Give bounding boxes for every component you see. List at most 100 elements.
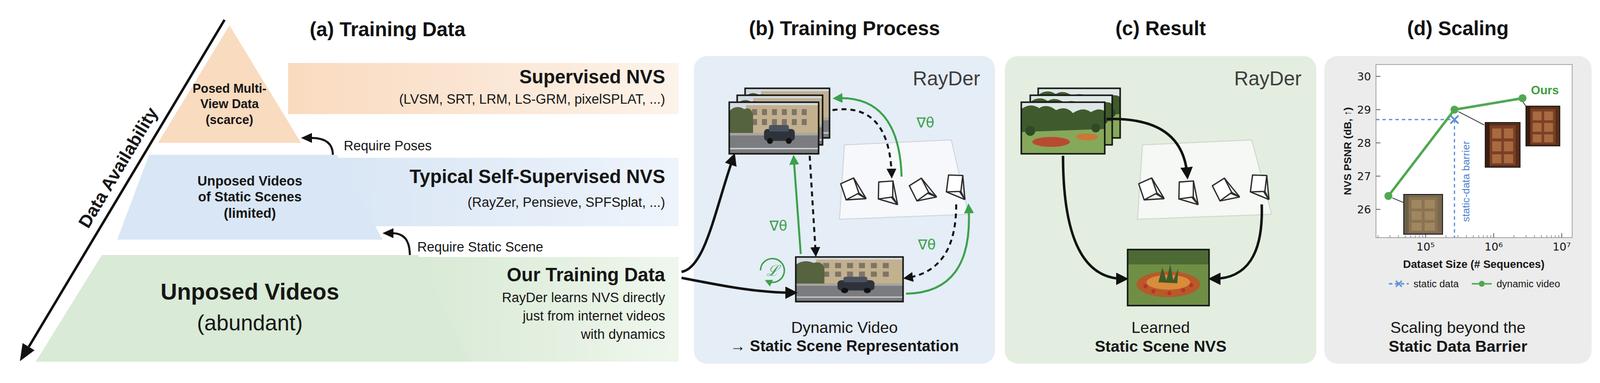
pyramid-tier: Unposed Videos of Static Scenes (limited… — [117, 154, 383, 240]
text-slot: (b) Training Process — [693, 16, 995, 41]
tick-label: 10⁵ — [1416, 240, 1436, 254]
panel-heading: (d) Scaling — [1324, 16, 1592, 41]
text-slot: (LVSM, SRT, LRM, LS-GRM, pixelSPLAT, ...… — [398, 91, 666, 109]
result-panel: (c) ResultRayDerLearnedStatic Scene NVS — [1004, 56, 1317, 365]
axis-title: NVS PSNR (dB, ↑) — [1341, 106, 1354, 195]
category-band: Supervised NVS (LVSM, SRT, LRM, LS-GRM, p… — [288, 63, 679, 115]
axis-label: Data Availability — [73, 103, 163, 232]
label-slot: ℒ — [766, 262, 779, 280]
gradient-symbol: ∇θ — [917, 237, 936, 254]
tier-label: Posed Multi-View Data (scarce) — [186, 80, 274, 128]
training-illustration — [693, 56, 995, 365]
tier-fill — [157, 25, 302, 144]
label-slot: ∇θ — [769, 218, 788, 235]
pyramid-tier: Posed Multi-View Data (scarce) — [157, 25, 302, 144]
band-title: Typical Self-Supervised NVS — [409, 165, 666, 189]
panel-heading: (b) Training Process — [693, 16, 995, 41]
tick-label: 10⁶ — [1484, 240, 1504, 254]
text-slot: Our Training Data — [506, 264, 666, 288]
legend-swatch — [1387, 279, 1410, 290]
axis-title: Dataset Size (# Sequences) — [1403, 258, 1545, 272]
label-slot: 10⁷ — [1552, 240, 1572, 254]
label-slot: 26 — [1357, 203, 1372, 217]
text-slot: RayDer — [912, 67, 981, 90]
legend-text: static data — [1413, 278, 1459, 291]
connector-line — [310, 138, 333, 155]
threshold-label: static-data barrier — [1459, 140, 1472, 222]
text-slot: RayDer — [1233, 67, 1302, 90]
label-slot: Dataset Size (# Sequences) — [1403, 258, 1545, 272]
process-panel: (b) Training ProcessRayDerDynamic Video→… — [693, 56, 995, 365]
text-slot: Typical Self-Supervised NVS — [409, 165, 666, 189]
band-note: RayDer learns NVS directly just from int… — [498, 289, 666, 345]
panel-heading: (c) Result — [1004, 16, 1317, 41]
band-note: (RayZer, Pensieve, SPFSplat, ...) — [467, 194, 666, 212]
tier-label: Unposed Videos — [150, 279, 350, 306]
arrowhead — [301, 133, 312, 144]
tick-label: 10⁷ — [1552, 240, 1572, 254]
panel-caption: Static Scene NVS — [1004, 337, 1317, 357]
tier-shape — [35, 255, 470, 363]
label-slot: ∇θ — [917, 237, 936, 254]
result-illustration — [1004, 56, 1317, 365]
label-slot: Require Static Scene — [417, 239, 544, 256]
gradient-symbol: ∇θ — [769, 218, 788, 235]
legend-text: dynamic video — [1496, 278, 1561, 291]
text-slot: RayDer learns NVS directly just from int… — [498, 289, 666, 345]
label-slot: 28 — [1357, 137, 1372, 150]
text-slot: Static Scene NVS — [1004, 337, 1317, 357]
text-slot: Dynamic Video — [693, 318, 995, 338]
loss-symbol: ℒ — [766, 262, 779, 280]
label-slot: 27 — [1357, 170, 1372, 183]
text-slot: Supervised NVS — [519, 66, 666, 89]
text-slot: Unposed Videos of Static Scenes (limited… — [117, 173, 383, 222]
legend-marker — [1478, 281, 1485, 288]
edge-label: Require Poses — [343, 138, 432, 154]
tier-label: Unposed Videos of Static Scenes (limited… — [194, 173, 306, 222]
text-slot: (RayZer, Pensieve, SPFSplat, ...) — [467, 194, 666, 212]
tick-label: 28 — [1357, 137, 1372, 150]
text-slot: (c) Result — [1004, 16, 1317, 41]
category-band: Typical Self-Supervised NVS (RayZer, Pens… — [337, 157, 679, 227]
label-slot: NVS PSNR (dB, ↑) — [1341, 106, 1354, 195]
text-slot: Static Data Barrier — [1324, 337, 1592, 357]
panel-caption: Dynamic Video — [693, 318, 995, 338]
connector — [382, 228, 410, 256]
legend-marker — [1395, 281, 1402, 288]
tick-label: 30 — [1357, 70, 1372, 83]
pyramid-tier: Unposed Videos (abundant) — [35, 255, 470, 363]
band-title: Our Training Data — [506, 264, 666, 288]
panel-caption: → Static Scene Representation — [693, 337, 995, 356]
arrowhead — [382, 228, 394, 239]
text-slot: Scaling beyond the — [1324, 318, 1592, 338]
label-slot: 29 — [1357, 103, 1372, 117]
legend: static data dynamic video — [1387, 278, 1561, 291]
tick-label: 26 — [1357, 203, 1372, 217]
tick-label: 27 — [1357, 170, 1372, 183]
connector — [301, 133, 333, 155]
model-name: RayDer — [912, 67, 981, 90]
tier-fill — [117, 154, 383, 240]
text-slot: Unposed Videos — [150, 279, 350, 306]
connector-line — [392, 233, 410, 256]
panel-caption: Scaling beyond the — [1324, 318, 1592, 338]
series-label: Ours — [1530, 83, 1559, 98]
tier-fill — [35, 255, 470, 363]
panel-caption: Static Data Barrier — [1324, 337, 1592, 357]
tier-note: (abundant) — [150, 310, 350, 337]
label-slot: static-data barrier — [1459, 140, 1472, 222]
label-slot: Ours — [1530, 83, 1559, 98]
label-slot: Require Poses — [343, 138, 432, 154]
label-slot: 30 — [1357, 70, 1372, 83]
legend-item: dynamic video — [1470, 278, 1561, 291]
tick-label: 29 — [1357, 103, 1372, 117]
legend-item: static data — [1387, 278, 1459, 291]
axis-arrowhead — [19, 343, 35, 362]
text-slot: (abundant) — [150, 310, 350, 337]
text-slot: Learned — [1004, 318, 1317, 338]
band-note: (LVSM, SRT, LRM, LS-GRM, pixelSPLAT, ...… — [398, 91, 666, 109]
section-heading: (a) Training Data — [309, 17, 466, 42]
label-slot: ∇θ — [916, 115, 935, 132]
model-name: RayDer — [1233, 67, 1302, 90]
